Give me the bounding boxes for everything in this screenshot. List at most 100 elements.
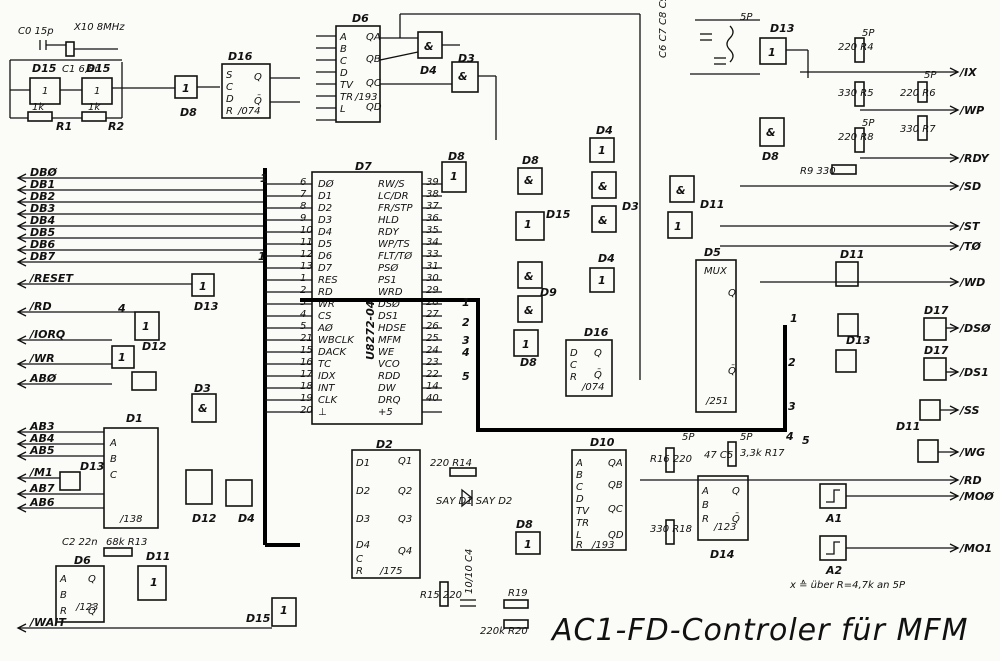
- right-signal-4: /ST: [958, 220, 981, 233]
- footnote: x ≙ über R=4,7k an 5P: [789, 579, 906, 591]
- svg-text:QC: QC: [608, 504, 623, 515]
- svg-text:D8: D8: [180, 106, 197, 119]
- svg-text:D13: D13: [770, 22, 795, 35]
- svg-text:A: A: [59, 574, 67, 585]
- d7-left-pin-num-19: 20: [300, 405, 313, 416]
- svg-text:220k R20: 220k R20: [480, 626, 528, 637]
- svg-text:Q̄: Q̄: [732, 512, 740, 525]
- d7-right-pin-3: HLD: [378, 215, 399, 226]
- gate-d15-bottom: [271, 597, 297, 627]
- main-chip-ref: D7: [355, 160, 372, 173]
- d7-left-pin-num-3: 9: [300, 213, 306, 224]
- svg-text:D5: D5: [704, 246, 721, 259]
- svg-text:R: R: [570, 372, 577, 383]
- svg-text:S: S: [226, 70, 233, 81]
- svg-text:3: 3: [788, 400, 796, 413]
- svg-text:B: B: [340, 44, 347, 55]
- d7-left-pin-15: TC: [318, 359, 331, 370]
- d7-right-pin-num-7: 31: [426, 261, 439, 272]
- c678-label: C6 C7 C8 C9: [658, 0, 669, 58]
- svg-text:Q̄: Q̄: [88, 604, 96, 617]
- gate-d3-top: [451, 61, 479, 93]
- right-signal-2: /RDY: [958, 152, 990, 165]
- svg-text:1: 1: [768, 46, 776, 59]
- right-signal-11: /RD: [958, 474, 982, 487]
- svg-text:MUX: MUX: [704, 266, 728, 277]
- svg-text:1: 1: [462, 296, 470, 309]
- svg-text:QA: QA: [608, 458, 623, 469]
- d7-left-pin-num-10: 3: [300, 297, 306, 308]
- svg-text:B: B: [110, 454, 117, 465]
- svg-text:1: 1: [94, 86, 100, 97]
- gate-d15b: [81, 77, 113, 105]
- svg-text:D: D: [340, 68, 348, 79]
- amp-a2: [819, 535, 847, 561]
- svg-text:1: 1: [790, 312, 798, 325]
- svg-text:QB: QB: [366, 54, 381, 65]
- d7-left-pin-12: AØ: [317, 322, 334, 334]
- svg-text:R: R: [702, 514, 709, 525]
- left-signal-11: /WR: [28, 352, 55, 365]
- svg-text:D13: D13: [194, 300, 219, 313]
- d7-left-pin-1: D1: [318, 191, 332, 202]
- svg-text:Q2: Q2: [398, 486, 412, 497]
- svg-text:D6: D6: [352, 12, 369, 25]
- svg-text:D10: D10: [590, 436, 615, 449]
- gate-d9b: [517, 295, 543, 323]
- svg-text:Q: Q: [732, 486, 740, 497]
- right-signal-5: /TØ: [958, 240, 982, 253]
- gate-d4-mid: [589, 137, 615, 163]
- svg-text:Q4: Q4: [398, 546, 412, 557]
- svg-text:5: 5: [802, 434, 810, 447]
- right-signal-9: /SS: [958, 404, 980, 417]
- svg-text:2: 2: [462, 316, 470, 329]
- svg-text:L: L: [576, 530, 582, 541]
- svg-text:C: C: [340, 56, 347, 67]
- svg-text:A2: A2: [825, 564, 843, 577]
- svg-text:D16: D16: [584, 326, 609, 339]
- chip-d14-123: [697, 475, 749, 541]
- svg-text:D8: D8: [522, 154, 539, 167]
- d7-right-pin-17: DW: [378, 383, 397, 394]
- svg-text:C: C: [356, 554, 363, 565]
- svg-text:Q1: Q1: [398, 456, 412, 467]
- svg-text:B: B: [702, 500, 709, 511]
- svg-text:QC: QC: [366, 78, 381, 89]
- gate-d17a: [923, 317, 947, 341]
- d7-left-pin-6: D6: [318, 251, 332, 262]
- svg-text:R1: R1: [56, 120, 72, 133]
- d7-right-pin-14: WE: [378, 347, 395, 358]
- left-signal-13: AB3: [29, 420, 55, 433]
- svg-text:D: D: [570, 348, 578, 359]
- svg-text:1: 1: [522, 338, 530, 351]
- svg-text:TR: TR: [340, 92, 353, 103]
- svg-text:R: R: [576, 540, 583, 551]
- svg-text:D14: D14: [710, 548, 734, 561]
- gate-d17b: [923, 357, 947, 381]
- gate-d11-wg: [917, 439, 939, 463]
- right-signal-12: /MOØ: [958, 490, 994, 503]
- svg-text:D9: D9: [540, 286, 557, 299]
- svg-text:D2: D2: [376, 438, 393, 451]
- svg-text:330 R7: 330 R7: [900, 124, 936, 135]
- d7-right-pin-num-2: 37: [426, 201, 439, 212]
- svg-text:D4: D4: [598, 252, 615, 265]
- svg-text:1: 1: [598, 144, 606, 157]
- gate-d12a: [134, 311, 160, 341]
- svg-text:&: &: [424, 40, 434, 53]
- svg-text:TV: TV: [576, 506, 590, 517]
- d7-right-pin-2: FR/STP: [378, 203, 414, 214]
- termination-resistors: 220 R4 330 R5 220 R6 330 R7 220 R8 R9 33…: [800, 28, 937, 177]
- d7-right-pin-0: RW/S: [378, 179, 405, 190]
- svg-text:D3: D3: [458, 52, 475, 65]
- svg-text:L: L: [340, 104, 346, 115]
- svg-text:D2: D2: [356, 486, 370, 497]
- d7-left-pin-num-8: 1: [300, 273, 306, 284]
- d7-right-pin-num-13: 25: [426, 333, 439, 344]
- d7-right-pin-num-3: 36: [426, 213, 439, 224]
- d7-left-pin-num-17: 18: [300, 381, 313, 392]
- svg-text:D15: D15: [32, 62, 57, 75]
- left-signal-7: DB7: [30, 250, 56, 263]
- d7-left-pin-num-6: 12: [300, 249, 313, 260]
